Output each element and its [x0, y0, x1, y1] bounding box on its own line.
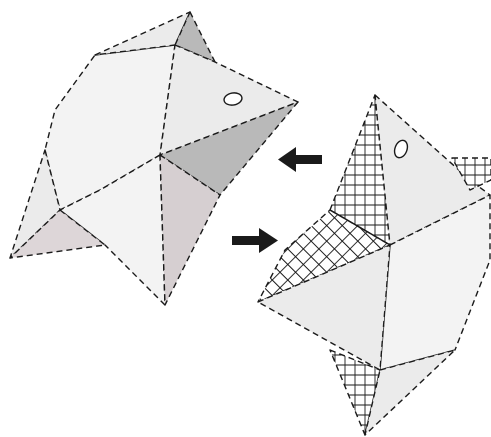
face-lower-tail — [364, 349, 456, 436]
face-left-tail — [9, 149, 61, 259]
folded-fish-model-crease-pattern — [257, 94, 491, 436]
face-lower-head-dark — [159, 101, 299, 196]
ellipse-eye-icon-right — [393, 139, 409, 159]
arrow-right-icon — [232, 228, 278, 253]
face-mauve-right — [159, 154, 221, 306]
crease-solid-line — [329, 209, 391, 246]
arrow-left-icon — [278, 147, 322, 172]
ellipse-eye-icon — [223, 92, 243, 106]
face-hatched-tail — [329, 349, 381, 436]
face-middle-right — [257, 244, 391, 371]
face-hatched-top-right — [451, 157, 491, 191]
face-left-tail-mauve — [9, 209, 106, 259]
face-top-fin-dark — [174, 11, 216, 63]
folded-fish-model-shaded — [9, 11, 299, 306]
